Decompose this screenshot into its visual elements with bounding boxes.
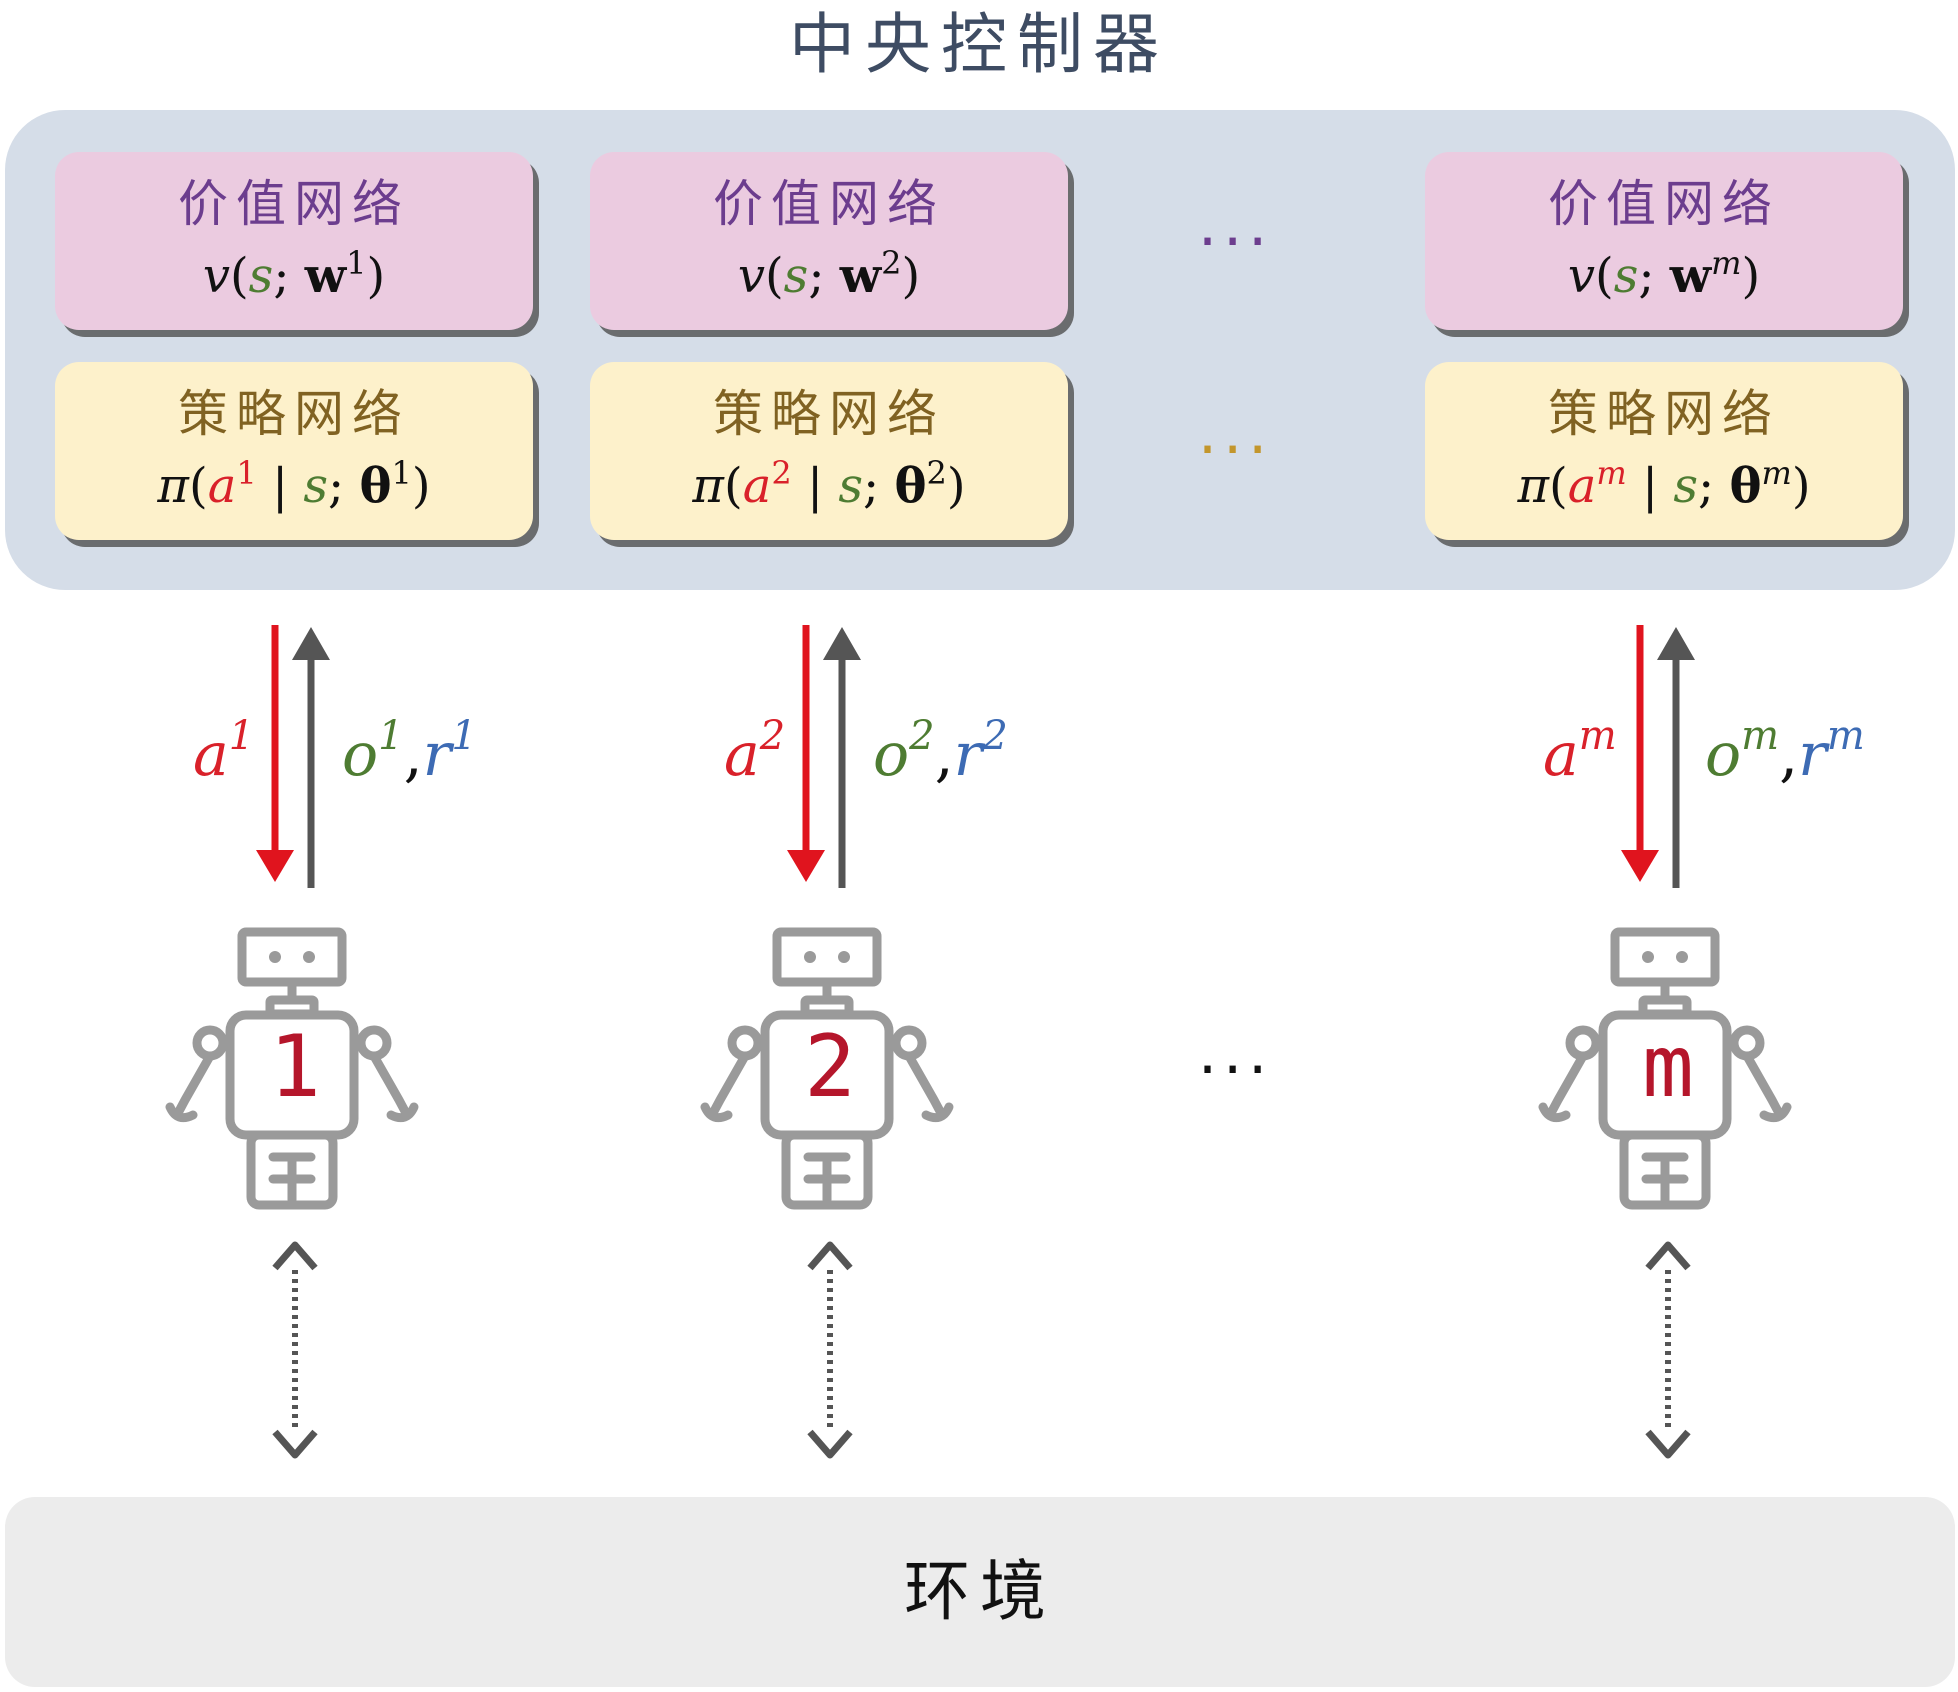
robot-id-label: 1 [269,1017,321,1117]
action-arrow-down-icon [1621,625,1659,882]
observation-reward-label-1: o1,r1 [342,713,477,790]
observation-reward-label-2: o2,r2 [873,713,1008,790]
action-label-1: a1 [193,713,255,790]
value-network-label: 价值网络 [178,175,410,233]
value-network-ellipsis: ··· [1198,207,1274,277]
policy-network-label: 策略网络 [178,385,410,443]
bidirectional-dotted-arrow-icon [1645,1241,1691,1459]
robot-agent-m: m [1538,925,1798,1215]
robot-id-label: m [1642,1017,1694,1117]
environment-label: 环境 [904,1553,1056,1630]
policy-network-formula: π(am | s; θm) [1517,454,1811,514]
policy-network-box-m: 策略网络 π(am | s; θm) [1425,362,1903,540]
observation-reward-label-m: om,rm [1705,713,1865,790]
robot-icon [165,927,419,1210]
bidirectional-dotted-arrow-icon [807,1241,853,1459]
value-network-formula: v(s; wm) [1567,244,1761,304]
action-label-2: a2 [724,713,786,790]
robot-agent-2: 2 [700,925,960,1215]
policy-network-label: 策略网络 [1548,385,1780,443]
value-network-box-m: 价值网络 v(s; wm) [1425,152,1903,330]
observation-arrow-up-icon [1657,627,1695,888]
action-label-m: am [1543,713,1617,790]
robot-icon [1538,927,1792,1210]
policy-network-box-1: 策略网络 π(a1 | s; θ1) [55,362,533,540]
value-network-formula: v(s; w2) [737,244,921,304]
agents-ellipsis: ··· [1198,1035,1274,1105]
central-controller-title: 中央控制器 [789,6,1169,83]
robot-agent-1: 1 [165,925,425,1215]
observation-arrow-up-icon [823,627,861,888]
policy-network-formula: π(a2 | s; θ2) [692,454,966,514]
value-network-label: 价值网络 [713,175,945,233]
bidirectional-dotted-arrow-icon [272,1241,318,1459]
action-arrow-down-icon [256,625,294,882]
environment-panel: 环境 [5,1497,1955,1687]
value-network-formula: v(s; w1) [202,244,386,304]
observation-arrow-up-icon [292,627,330,888]
value-network-box-2: 价值网络 v(s; w2) [590,152,1068,330]
action-arrow-down-icon [787,625,825,882]
policy-network-formula: π(a1 | s; θ1) [157,454,431,514]
policy-network-ellipsis: ··· [1198,415,1274,485]
value-network-label: 价值网络 [1548,175,1780,233]
robot-id-label: 2 [804,1017,856,1117]
policy-network-box-2: 策略网络 π(a2 | s; θ2) [590,362,1068,540]
robot-icon [700,927,954,1210]
policy-network-label: 策略网络 [713,385,945,443]
value-network-box-1: 价值网络 v(s; w1) [55,152,533,330]
